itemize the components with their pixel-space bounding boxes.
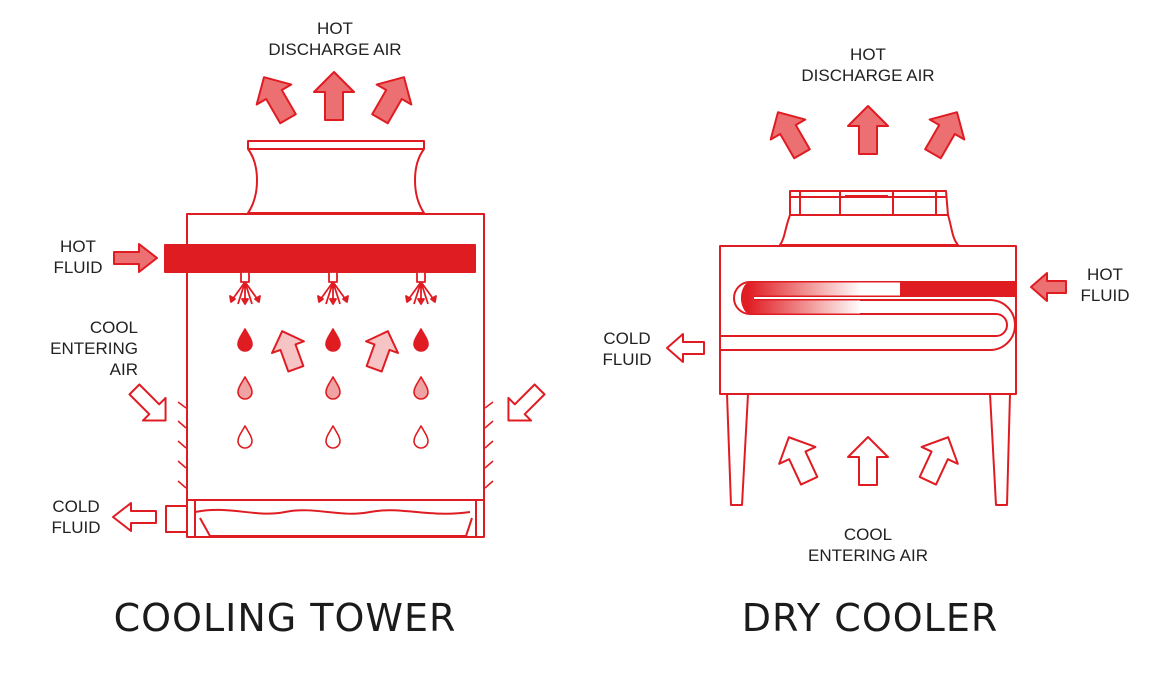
- ct-spray-nozzles: [229, 271, 437, 305]
- dc-discharge-line2: DISCHARGE AIR: [801, 66, 935, 85]
- ct-discharge-line2: DISCHARGE AIR: [268, 40, 402, 59]
- dc-discharge-air-label: HOT DISCHARGE AIR: [778, 44, 958, 86]
- dc-legs: [726, 393, 1011, 506]
- ct-cool-air-arrow-right: [507, 383, 546, 422]
- ct-cold-fluid-arrow: [112, 502, 157, 532]
- ct-water-droplets: [237, 328, 429, 449]
- dc-cool-air-line1: COOL: [843, 525, 893, 544]
- ct-distribution-pipe: [164, 244, 476, 273]
- dc-hot-fluid-arrow: [1030, 272, 1067, 302]
- ct-cool-entering-air-label: COOL ENTERING AIR: [28, 317, 138, 380]
- ct-hot-fluid-line1: HOT: [60, 237, 96, 256]
- ct-discharge-arrows: [245, 66, 423, 130]
- dc-cool-air-line2: ENTERING AIR: [808, 546, 928, 565]
- ct-louvers: [177, 401, 494, 489]
- cooling-tower-title: COOLING TOWER: [113, 596, 457, 640]
- dc-coil: [720, 281, 1017, 351]
- ct-cold-fluid-label: COLD FLUID: [46, 496, 106, 538]
- ct-cold-fluid-line1: COLD: [52, 497, 100, 516]
- ct-cool-air-line2: ENTERING: [50, 339, 138, 358]
- ct-hot-fluid-label: HOT FLUID: [48, 236, 108, 278]
- ct-discharge-air-label: HOT DISCHARGE AIR: [245, 18, 425, 60]
- ct-cool-air-arrow-left: [128, 383, 167, 422]
- dc-cold-fluid-line2: FLUID: [602, 350, 652, 369]
- dc-fan-housing: [779, 190, 959, 246]
- dc-cold-fluid-line1: COLD: [603, 329, 651, 348]
- dc-cool-entering-air-label: COOL ENTERING AIR: [778, 524, 958, 566]
- dc-discharge-line1: HOT: [850, 45, 886, 64]
- dc-cold-fluid-label: COLD FLUID: [594, 328, 660, 370]
- dry-cooler-title: DRY COOLER: [741, 596, 999, 640]
- dc-body: [719, 245, 1017, 395]
- ct-cool-air-line1: COOL: [89, 318, 138, 337]
- ct-discharge-line1: HOT: [317, 19, 353, 38]
- dc-cool-air-arrows: [769, 427, 968, 491]
- ct-cool-air-line3: AIR: [109, 360, 138, 379]
- cooling-tower: [112, 66, 546, 538]
- ct-hot-fluid-arrow: [113, 243, 158, 273]
- dc-hot-fluid-label: HOT FLUID: [1070, 264, 1140, 306]
- ct-fan-stack: [247, 140, 425, 214]
- dc-hot-fluid-line2: FLUID: [1080, 286, 1130, 305]
- dry-cooler: [666, 101, 1067, 506]
- dc-hot-fluid-line1: HOT: [1087, 265, 1123, 284]
- dc-discharge-arrows: [759, 101, 976, 165]
- ct-hot-fluid-line2: FLUID: [53, 258, 103, 277]
- dc-cold-fluid-arrow: [666, 333, 705, 363]
- ct-cold-fluid-line2: FLUID: [51, 518, 101, 537]
- ct-basin: [165, 499, 485, 538]
